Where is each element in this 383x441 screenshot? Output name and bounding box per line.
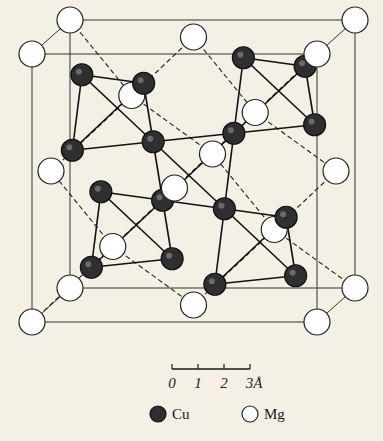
scale-number: 3Å	[246, 376, 263, 391]
mg-bond	[113, 247, 194, 306]
cu-bond	[234, 125, 315, 134]
cu-bond	[215, 276, 296, 285]
cu-atom-highlight	[309, 119, 315, 125]
cell-edge	[32, 54, 33, 322]
cu-atom-highlight	[209, 278, 215, 284]
unit-cell	[19, 7, 368, 335]
cu-atom	[71, 64, 93, 86]
cu-bond	[72, 142, 153, 151]
cu-atom-highlight	[299, 60, 305, 66]
mg-legend-symbol	[242, 406, 258, 422]
scale-tick	[171, 364, 172, 369]
scale-tick	[249, 364, 250, 369]
mg-bond	[274, 230, 355, 289]
cu-bond	[234, 66, 305, 133]
mg-atom	[200, 141, 226, 167]
cu-legend-symbol	[150, 406, 166, 422]
mg-atom	[342, 275, 368, 301]
mg-atom	[342, 7, 368, 33]
cu-atom	[204, 273, 226, 295]
cell-edge	[70, 20, 355, 21]
cu-atom	[142, 131, 164, 153]
mg-atom	[304, 41, 330, 67]
mg-atom	[100, 234, 126, 260]
mg-atom	[323, 158, 349, 184]
mg-atom	[304, 309, 330, 335]
cu-atom	[61, 139, 83, 161]
cu-atom-highlight	[95, 186, 101, 192]
scale-number: 1	[194, 376, 202, 391]
scale-tick	[223, 364, 224, 369]
mg-bond	[51, 171, 113, 247]
cu-atom-highlight	[290, 270, 296, 276]
cu-atom-highlight	[138, 77, 144, 83]
cu-atom	[275, 206, 297, 228]
cu-bond	[91, 259, 172, 268]
cu-atom	[161, 248, 183, 270]
cu-atom	[80, 256, 102, 278]
mg-bond	[194, 37, 256, 113]
mg-atom	[19, 41, 45, 67]
cu-atom	[133, 72, 155, 94]
scale-tick	[197, 364, 198, 369]
cu-bond	[91, 200, 162, 267]
scale-number: 0	[168, 376, 176, 391]
mg-bond	[255, 113, 336, 172]
mg-atom	[162, 175, 188, 201]
cu-bond	[153, 133, 234, 142]
scale-bar	[172, 368, 250, 369]
cu-atom-highlight	[218, 203, 224, 209]
legend-label: Cu	[172, 407, 190, 422]
mg-atom	[181, 292, 207, 318]
cu-atom-highlight	[166, 253, 172, 259]
cu-atom-highlight	[85, 261, 91, 267]
cu-atom-highlight	[66, 144, 72, 150]
cu-atom-highlight	[157, 194, 163, 200]
cu-atom	[285, 265, 307, 287]
cu-atom-highlight	[237, 52, 243, 58]
mg-atom	[57, 7, 83, 33]
cu-atom-highlight	[147, 136, 153, 142]
cu-atom	[90, 181, 112, 203]
cu-atom	[213, 198, 235, 220]
mg-atom	[38, 158, 64, 184]
cu-atom-highlight	[280, 211, 286, 217]
cu-atom	[223, 122, 245, 144]
cell-edge	[355, 20, 356, 288]
mg-bond	[70, 20, 132, 96]
cu-atom	[304, 114, 326, 136]
cu-atom-highlight	[76, 69, 82, 75]
legend-label: Mg	[264, 407, 285, 422]
mg-bond	[132, 96, 213, 155]
mg-atom	[181, 24, 207, 50]
cu-atom	[232, 47, 254, 69]
mg-atom	[19, 309, 45, 335]
cu-atom-highlight	[228, 127, 234, 133]
mg-atom	[57, 275, 83, 301]
mg-atom	[242, 100, 268, 126]
cell-edge	[32, 322, 317, 323]
mg-bond	[213, 154, 275, 230]
scale-number: 2	[220, 376, 228, 391]
